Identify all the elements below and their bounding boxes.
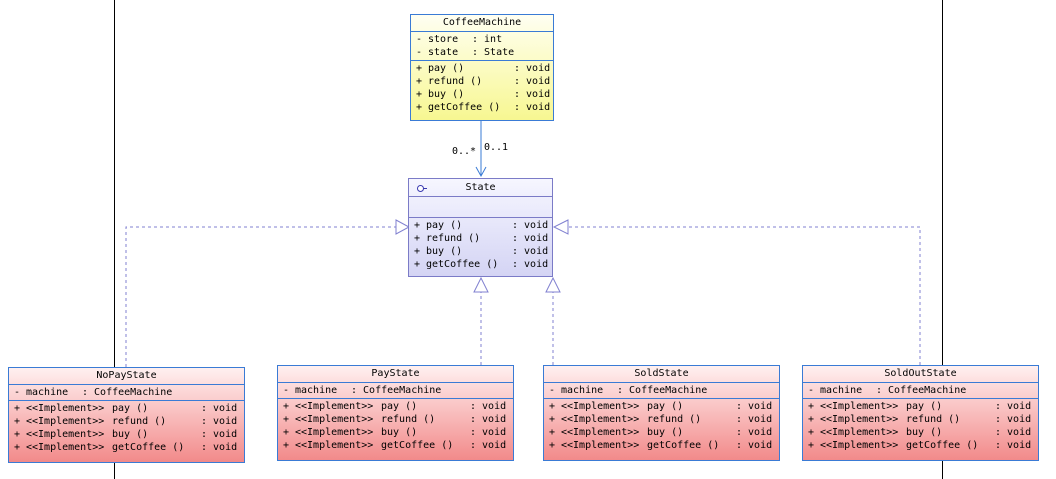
interface-state[interactable]: State +pay (): void +refund (): void +bu… [408, 178, 553, 277]
operation-row: +refund (): void [414, 233, 549, 244]
realization-arrowhead-sold [545, 276, 561, 293]
attribute-row: -state: State [416, 47, 515, 58]
realization-line-soldout [568, 226, 921, 365]
operation-row: +getCoffee (): void [416, 102, 551, 113]
operation-row: +<<Implement>>refund (): void [283, 414, 507, 425]
association-arrowhead [475, 166, 487, 178]
right-frame-line [942, 0, 943, 479]
interface-icon [417, 185, 427, 192]
class-coffee-machine[interactable]: CoffeeMachine -store: int -state: State … [410, 14, 554, 121]
operation-row: +pay (): void [414, 220, 549, 231]
attribute-row: -machine: CoffeeMachine [808, 385, 967, 396]
attribute-row: -machine: CoffeeMachine [283, 385, 442, 396]
operations-section: +<<Implement>>pay (): void +<<Implement>>… [544, 399, 779, 453]
operation-row: +<<Implement>>buy (): void [808, 427, 1032, 438]
class-sold-state[interactable]: SoldState -machine: CoffeeMachine +<<Imp… [543, 365, 780, 461]
class-pay-state[interactable]: PayState -machine: CoffeeMachine +<<Impl… [277, 365, 514, 461]
operation-row: +pay (): void [416, 63, 551, 74]
attributes-section: -machine: CoffeeMachine [278, 383, 513, 399]
realization-arrowhead-soldout [552, 219, 569, 235]
class-title: NoPayState [9, 368, 244, 385]
operation-row: +<<Implement>>pay (): void [549, 401, 773, 412]
class-sold-out-state[interactable]: SoldOutState -machine: CoffeeMachine +<<… [802, 365, 1039, 461]
operation-row: +buy (): void [416, 89, 551, 100]
operation-row: +<<Implement>>pay (): void [283, 401, 507, 412]
operation-row: +<<Implement>>getCoffee (): void [283, 440, 507, 451]
attribute-row: -machine: CoffeeMachine [14, 387, 173, 398]
realization-arrowhead-nopay [395, 219, 411, 235]
operation-row: +<<Implement>>pay (): void [808, 401, 1032, 412]
operation-row: +<<Implement>>buy (): void [549, 427, 773, 438]
class-no-pay-state[interactable]: NoPayState -machine: CoffeeMachine +<<Im… [8, 367, 245, 463]
attributes-section: -machine: CoffeeMachine [9, 385, 244, 401]
multiplicity-source: 0..* [452, 146, 477, 157]
left-frame-line [114, 0, 115, 479]
operation-row: +<<Implement>>buy (): void [14, 429, 238, 440]
class-title: SoldState [544, 366, 779, 383]
class-title: CoffeeMachine [411, 15, 553, 32]
operation-row: +<<Implement>>getCoffee (): void [549, 440, 773, 451]
operation-row: +<<Implement>>pay (): void [14, 403, 238, 414]
operations-section: +pay (): void +refund (): void +buy (): … [409, 218, 552, 272]
operations-section: +pay (): void +refund (): void +buy (): … [411, 61, 553, 115]
attributes-section [409, 197, 552, 218]
operation-row: +refund (): void [416, 76, 551, 87]
attributes-section: -machine: CoffeeMachine [544, 383, 779, 399]
realization-arrowhead-pay [473, 276, 489, 293]
realization-line-nopay [125, 226, 396, 367]
operation-row: +<<Implement>>getCoffee (): void [808, 440, 1032, 451]
operation-row: +<<Implement>>refund (): void [549, 414, 773, 425]
class-title: SoldOutState [803, 366, 1038, 383]
class-title: PayState [278, 366, 513, 383]
operation-row: +<<Implement>>refund (): void [14, 416, 238, 427]
operation-row: +<<Implement>>refund (): void [808, 414, 1032, 425]
operation-row: +buy (): void [414, 246, 549, 257]
attributes-section: -machine: CoffeeMachine [803, 383, 1038, 399]
operation-row: +<<Implement>>getCoffee (): void [14, 442, 238, 453]
attribute-row: -store: int [416, 34, 503, 45]
operations-section: +<<Implement>>pay (): void +<<Implement>>… [9, 401, 244, 455]
multiplicity-target: 0..1 [484, 142, 509, 153]
attributes-section: -store: int -state: State [411, 32, 553, 61]
interface-title: State [409, 179, 552, 197]
operations-section: +<<Implement>>pay (): void +<<Implement>>… [278, 399, 513, 453]
operation-row: +<<Implement>>buy (): void [283, 427, 507, 438]
operations-section: +<<Implement>>pay (): void +<<Implement>>… [803, 399, 1038, 453]
attribute-row: -machine: CoffeeMachine [549, 385, 708, 396]
operation-row: +getCoffee (): void [414, 259, 549, 270]
